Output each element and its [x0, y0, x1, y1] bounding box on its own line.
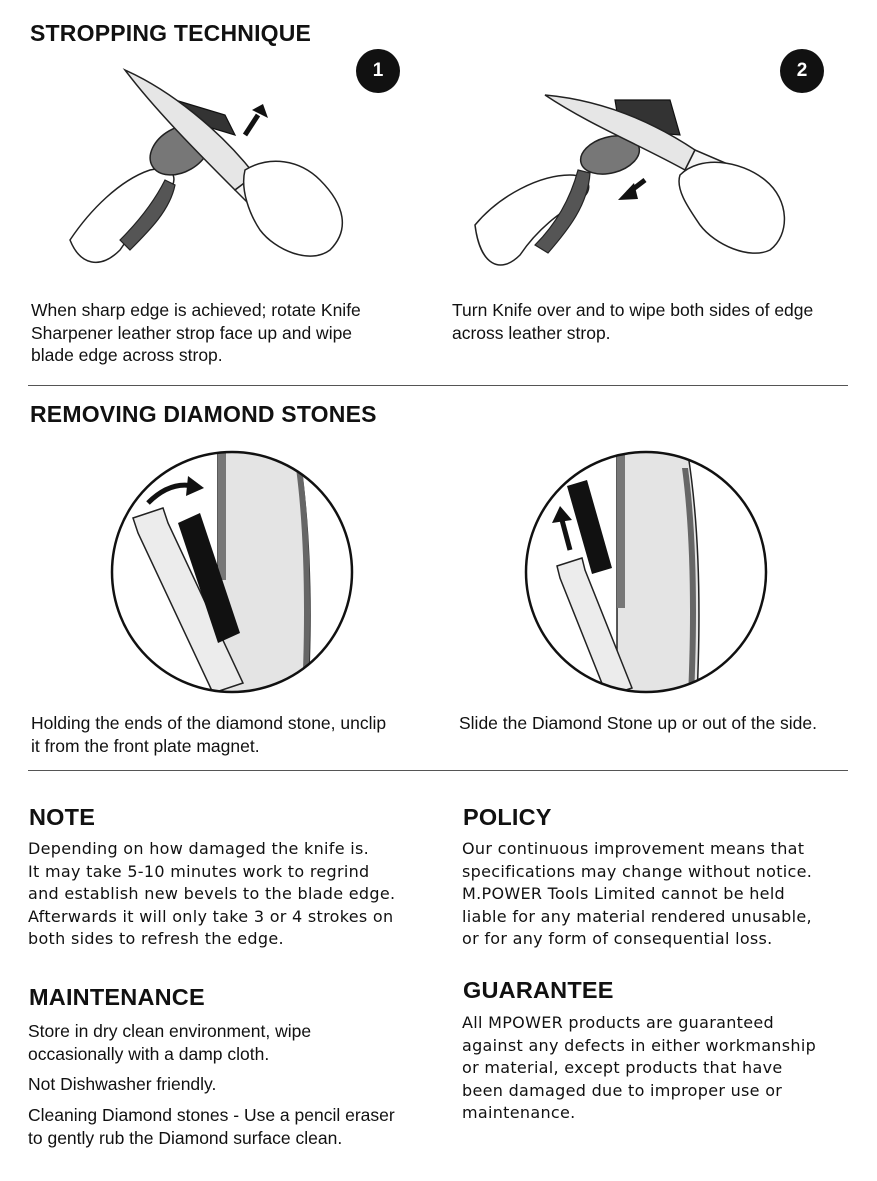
caption-line: When sharp edge is achieved; rotate Knif…	[31, 300, 361, 320]
maintenance-line: Store in dry clean environment, wipe	[28, 1021, 312, 1041]
note-line: both sides to refresh the edge.	[28, 929, 284, 949]
caption-line: it from the front plate magnet.	[31, 735, 260, 756]
removing-heading: REMOVING DIAMOND STONES	[30, 401, 377, 427]
guarantee-line: against any defects in either workmanshi…	[462, 1035, 817, 1055]
maintenance-paragraph-2: Not Dishwasher friendly.	[28, 1073, 216, 1096]
step-2-caption: Turn Knife over and to wipe both sides o…	[452, 299, 813, 344]
guarantee-line: All MPOWER products are guaranteed	[462, 1013, 774, 1032]
maintenance-line: Not Dishwasher friendly.	[28, 1074, 217, 1094]
stropping-heading: STROPPING TECHNIQUE	[30, 20, 312, 46]
policy-heading: POLICY	[463, 804, 552, 830]
section-divider	[28, 385, 848, 386]
policy-line: liable for any material rendered unusabl…	[462, 906, 812, 926]
diamond-stone-unclip-illustration	[110, 450, 354, 694]
slide-caption: Slide the Diamond Stone up or out of the…	[459, 712, 817, 735]
knife-strop-illustration-2	[474, 94, 786, 266]
note-line: It may take 5-10 minutes work to regrind	[28, 861, 370, 881]
policy-line: or for any form of consequential loss.	[462, 929, 773, 949]
note-heading: NOTE	[29, 804, 96, 830]
step-1-badge: 1	[356, 49, 400, 93]
maintenance-line: occasionally with a damp cloth.	[28, 1043, 270, 1064]
guarantee-line: maintenance.	[462, 1103, 576, 1123]
maintenance-paragraph-3: Cleaning Diamond stones - Use a pencil e…	[28, 1104, 395, 1149]
policy-line: Our continuous improvement means that	[462, 839, 805, 858]
note-line: and establish new bevels to the blade ed…	[28, 884, 396, 904]
maintenance-line: Cleaning Diamond stones - Use a pencil e…	[28, 1105, 395, 1125]
unclip-caption: Holding the ends of the diamond stone, u…	[31, 712, 386, 757]
policy-line: M.POWER Tools Limited cannot be held	[462, 884, 786, 904]
note-text: Depending on how damaged the knife is. I…	[28, 838, 395, 951]
knife-strop-illustration-1	[69, 68, 344, 264]
policy-line: specifications may change without notice…	[462, 861, 813, 881]
caption-line: blade edge across strop.	[31, 345, 223, 365]
note-line: Depending on how damaged the knife is.	[28, 839, 370, 858]
section-divider	[28, 770, 848, 771]
guarantee-text: All MPOWER products are guaranteed again…	[462, 1012, 816, 1125]
note-line: Afterwards it will only take 3 or 4 stro…	[28, 906, 394, 926]
caption-line: Holding the ends of the diamond stone, u…	[31, 713, 387, 733]
maintenance-line: to gently rub the Diamond surface clean.	[28, 1127, 343, 1148]
caption-line: across leather strop.	[452, 322, 611, 343]
guarantee-line: been damaged due to improper use or	[462, 1080, 783, 1100]
step-1-caption: When sharp edge is achieved; rotate Knif…	[31, 299, 361, 367]
maintenance-heading: MAINTENANCE	[29, 984, 205, 1010]
diamond-stone-slide-illustration	[524, 450, 768, 694]
caption-line: Turn Knife over and to wipe both sides o…	[452, 300, 814, 320]
guarantee-line: or material, except products that have	[462, 1058, 783, 1078]
policy-text: Our continuous improvement means that sp…	[462, 838, 812, 951]
caption-line: Slide the Diamond Stone up or out of the…	[459, 713, 818, 733]
caption-line: Sharpener leather strop face up and wipe	[31, 322, 353, 343]
step-2-badge: 2	[780, 49, 824, 93]
maintenance-paragraph-1: Store in dry clean environment, wipe occ…	[28, 1020, 311, 1065]
guarantee-heading: GUARANTEE	[463, 977, 614, 1003]
